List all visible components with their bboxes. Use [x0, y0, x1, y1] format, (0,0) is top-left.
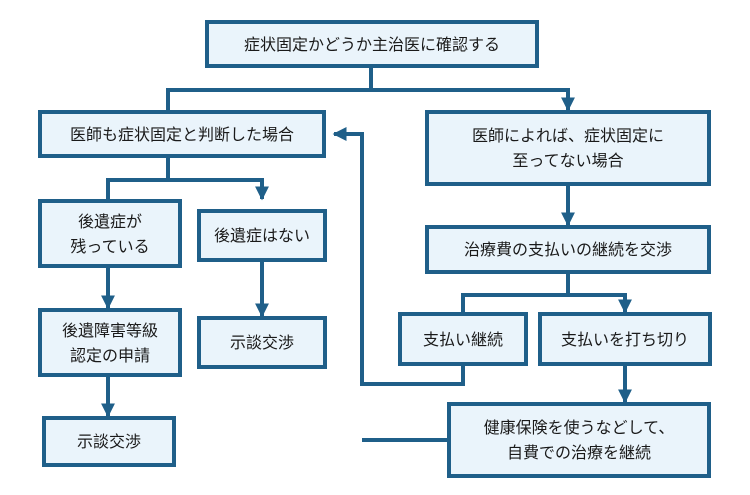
node-settlement-negotiation-graded: 示談交渉	[42, 416, 176, 467]
node-confirm-with-doctor: 症状固定かどうか主治医に確認する	[205, 20, 539, 68]
node-doctor-judges-fixed: 医師も症状固定と判断した場合	[38, 110, 326, 158]
node-disability-grade-application: 後遺障害等級 認定の申請	[38, 308, 182, 377]
connector-fixed-split	[106, 158, 262, 199]
node-no-aftereffects: 後遺症はない	[197, 209, 327, 262]
node-doctor-says-not-fixed: 医師によれば、症状固定に 至ってない場合	[425, 110, 711, 186]
node-settlement-negotiation-none: 示談交渉	[197, 316, 327, 369]
node-payment-terminated: 支払いを打ち切り	[538, 312, 712, 366]
connector-continue-loop	[332, 127, 465, 386]
node-self-pay-treatment: 健康保険を使うなどして、 自費での治療を継続	[447, 402, 711, 478]
connector-negotiate-split	[461, 274, 625, 312]
node-payment-continues: 支払い継続	[398, 312, 528, 366]
connector-root-split	[166, 66, 568, 110]
node-aftereffects-remain: 後遺症が 残っている	[38, 199, 182, 268]
node-negotiate-treatment-payment: 治療費の支払いの継続を交渉	[425, 225, 711, 274]
